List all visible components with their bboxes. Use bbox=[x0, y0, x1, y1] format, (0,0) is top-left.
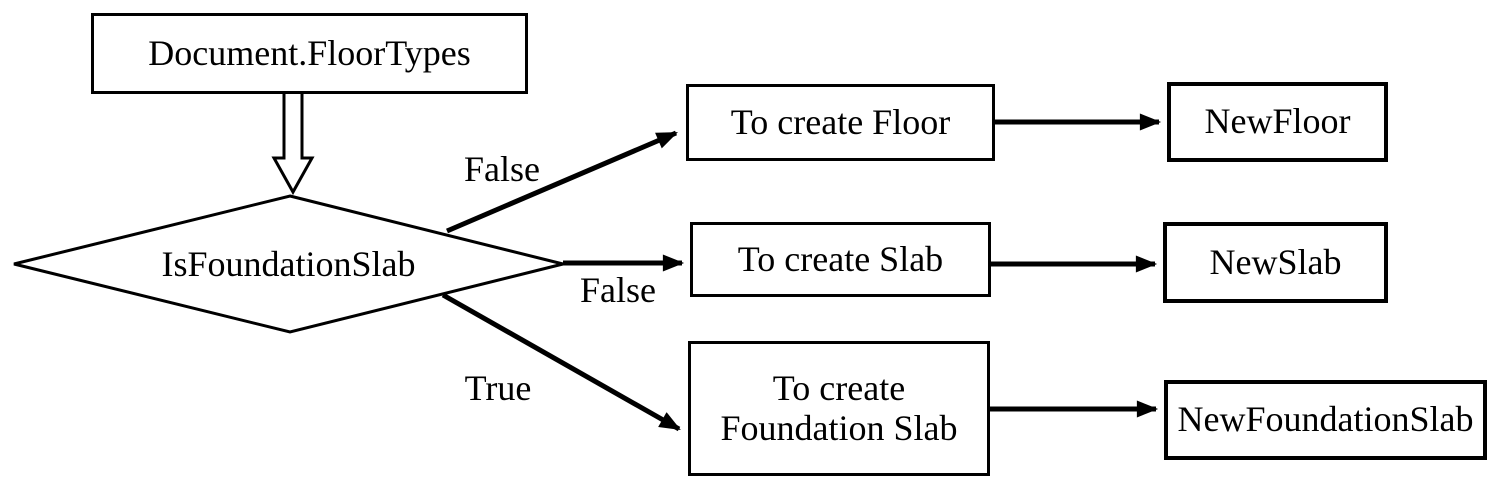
edge-decision-to-create-foundation-slab bbox=[441, 292, 681, 432]
edge-label-false-slab: False bbox=[580, 270, 656, 310]
edge-label-true-foundation-slab: True bbox=[464, 368, 532, 408]
node-new-foundation-slab-label: NewFoundationSlab bbox=[1177, 399, 1474, 440]
edge-label-false-floor: False bbox=[464, 149, 540, 189]
node-decision-label: IsFoundationSlab bbox=[161, 244, 416, 284]
node-create-foundation-slab: To create Foundation Slab bbox=[688, 341, 990, 476]
node-new-floor: NewFloor bbox=[1167, 82, 1388, 162]
node-new-floor-label: NewFloor bbox=[1204, 101, 1351, 142]
decision-diamond-shape bbox=[13, 194, 564, 334]
node-new-slab: NewSlab bbox=[1163, 222, 1388, 303]
node-start: Document.FloorTypes bbox=[91, 13, 528, 94]
edge-decision-to-create-floor bbox=[446, 130, 678, 234]
node-new-slab-label: NewSlab bbox=[1209, 241, 1342, 282]
node-start-label: Document.FloorTypes bbox=[148, 32, 471, 73]
node-create-foundation-slab-label: To create Foundation Slab bbox=[720, 367, 958, 448]
node-create-slab-label: To create Slab bbox=[737, 238, 944, 279]
node-create-floor-label: To create Floor bbox=[730, 101, 951, 142]
node-create-floor: To create Floor bbox=[686, 84, 995, 161]
node-new-foundation-slab: NewFoundationSlab bbox=[1164, 380, 1487, 460]
node-create-slab: To create Slab bbox=[690, 222, 991, 297]
block-down-arrow bbox=[271, 94, 315, 196]
node-decision: IsFoundationSlab bbox=[14, 196, 563, 332]
